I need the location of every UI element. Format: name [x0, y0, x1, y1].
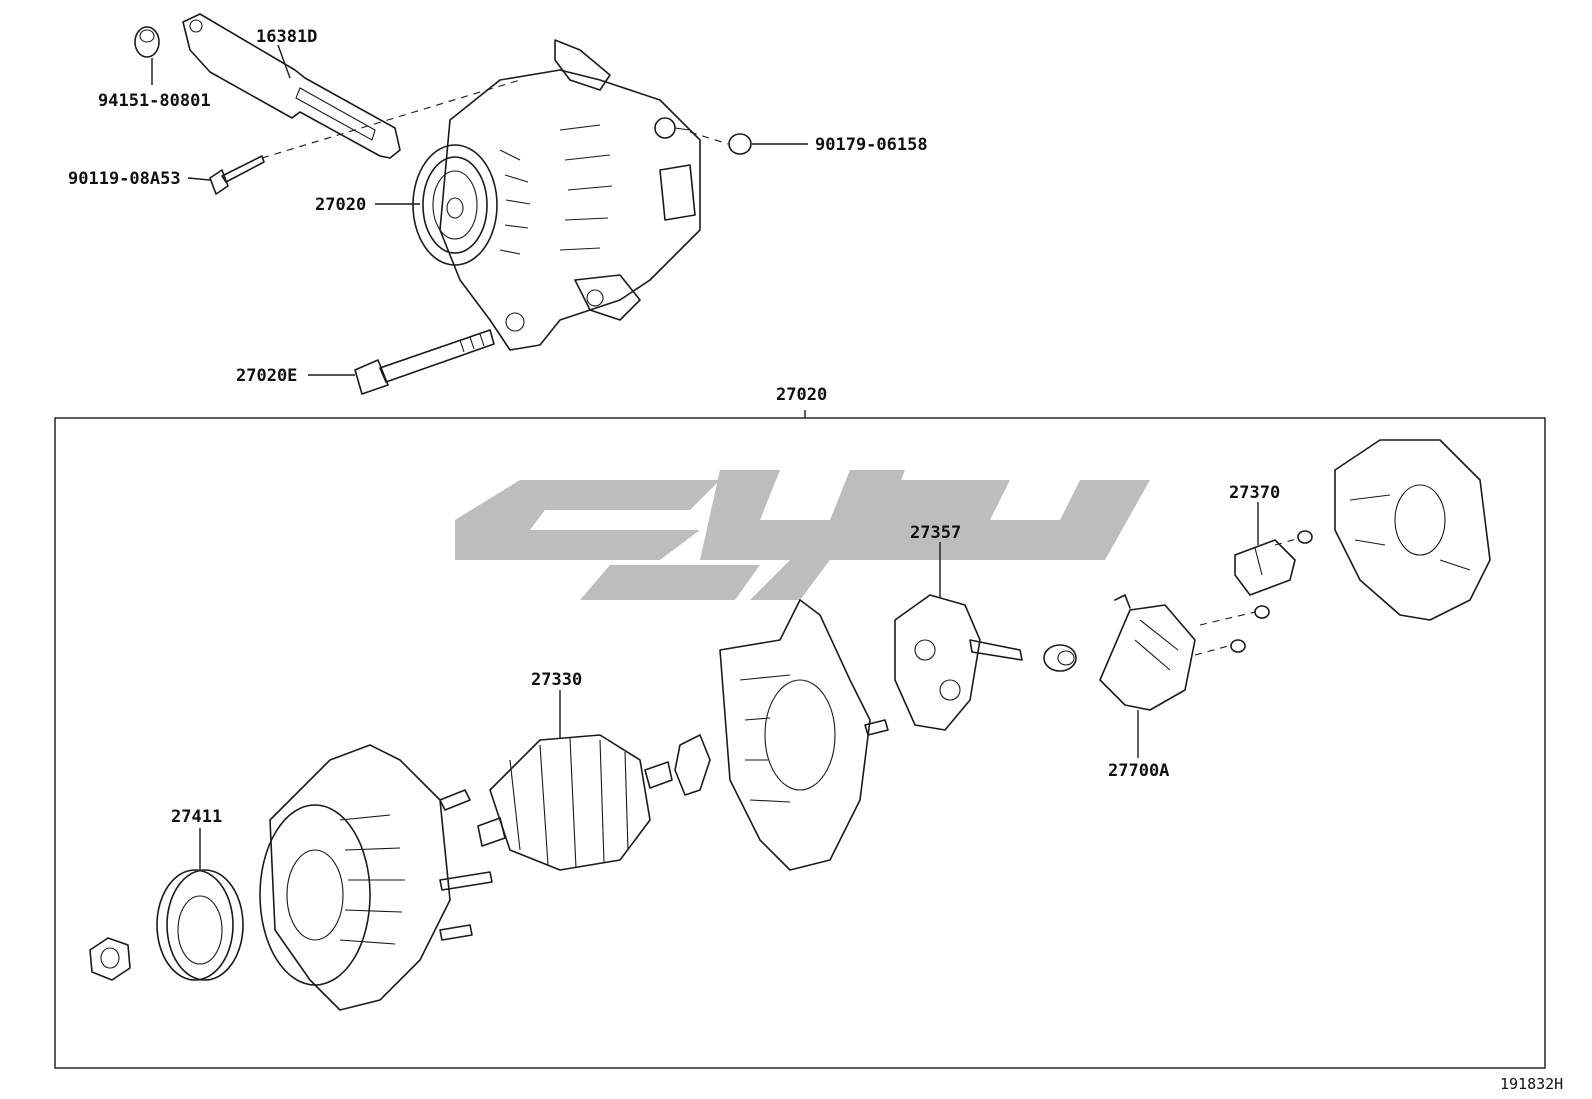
callout-27020-assembly: 27020: [776, 385, 827, 405]
terminal-insulator: [1043, 644, 1077, 672]
pulley-27411: [156, 869, 244, 981]
assembly-frame: [54, 417, 1546, 1069]
callout-27330: 27330: [531, 670, 582, 690]
screws: [1230, 530, 1313, 653]
callout-90179-06158: 90179-06158: [815, 135, 928, 155]
callout-94151-80801: 94151-80801: [98, 91, 211, 111]
pulley-nut: [89, 937, 131, 981]
callout-16381d: 16381D: [256, 27, 317, 47]
callout-27370: 27370: [1229, 483, 1280, 503]
watermark-logo: [455, 470, 1150, 600]
adjusting-bar-16381d: [182, 13, 401, 159]
nut-94151: [134, 26, 160, 58]
callout-27357: 27357: [910, 523, 961, 543]
bolt-90119: [209, 155, 265, 195]
drive-end-frame: [259, 744, 493, 1011]
rectifier-end-frame: [719, 599, 889, 871]
bolt-27020e: [354, 329, 495, 395]
callout-27020-top: 27020: [315, 195, 366, 215]
nut-90179: [728, 133, 752, 155]
leader-lines: [151, 44, 1259, 870]
callout-27020e: 27020E: [236, 366, 297, 386]
drawing-number: 191832H: [1500, 1075, 1563, 1093]
callout-90119-08a53: 90119-08A53: [68, 169, 181, 189]
callout-27411: 27411: [171, 807, 222, 827]
rotor-27330: [477, 734, 673, 871]
regulator-27700a: [1099, 594, 1196, 711]
rear-cover: [1334, 439, 1491, 621]
alternator-assembly-top: [412, 39, 701, 351]
callout-27700a: 27700A: [1108, 761, 1169, 781]
o-ring: [674, 734, 711, 796]
brush-holder-27370: [1234, 539, 1296, 596]
rectifier-27357: [894, 594, 1023, 731]
